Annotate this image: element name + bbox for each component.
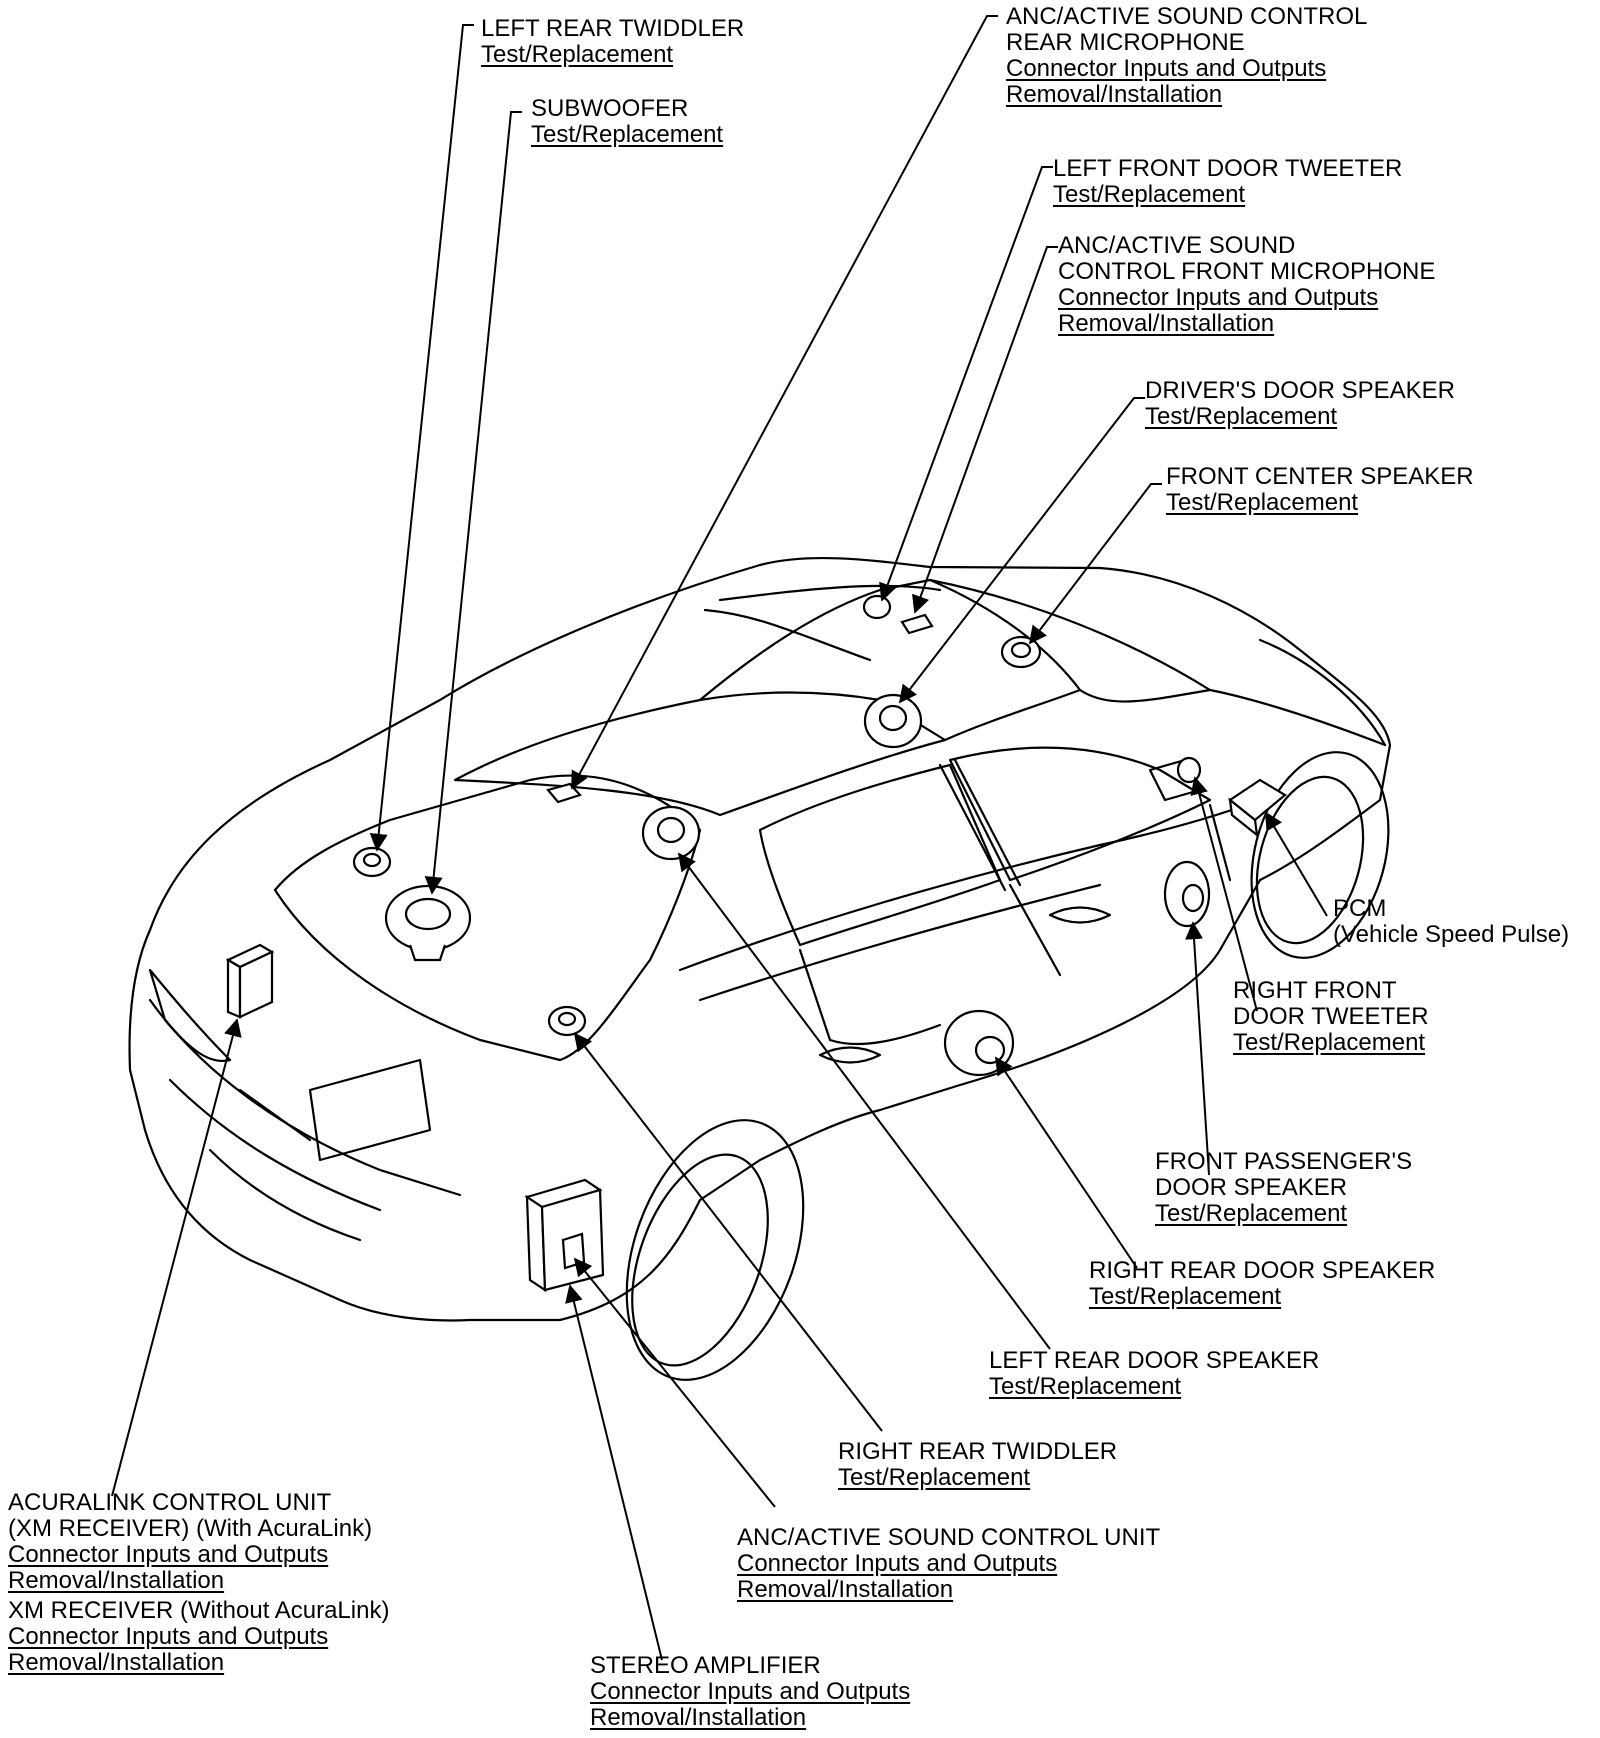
callout-title-line: DOOR TWEETER [1233, 1003, 1429, 1030]
callout-left-rear-twiddler: LEFT REAR TWIDDLER Test/Replacement [481, 16, 744, 68]
callout-title-line: ANC/ACTIVE SOUND CONTROL UNIT [737, 1524, 1161, 1551]
callout-title-line: ANC/ACTIVE SOUND CONTROL [1006, 3, 1368, 30]
callout-title-line: RIGHT FRONT [1233, 977, 1397, 1004]
test-replacement-link[interactable]: Test/Replacement [1166, 489, 1359, 516]
callout-pcm: PCM (Vehicle Speed Pulse) [1333, 896, 1569, 948]
removal-installation-link[interactable]: Removal/Installation [1058, 310, 1275, 337]
callout-right-rear-twiddler: RIGHT REAR TWIDDLER Test/Replacement [838, 1439, 1117, 1491]
removal-installation-link[interactable]: Removal/Installation [8, 1567, 225, 1594]
leader-lines [111, 15, 1328, 1661]
callout-title-line: STEREO AMPLIFIER [590, 1652, 821, 1679]
test-replacement-link[interactable]: Test/Replacement [1233, 1029, 1426, 1056]
callout-front-center-speaker: FRONT CENTER SPEAKER Test/Replacement [1166, 464, 1474, 516]
test-replacement-link[interactable]: Test/Replacement [1053, 181, 1246, 208]
removal-installation-link[interactable]: Removal/Installation [1006, 81, 1223, 108]
callout-title-line: (XM RECEIVER) (With AcuraLink) [8, 1515, 373, 1542]
callout-title-line: RIGHT REAR DOOR SPEAKER [1089, 1257, 1436, 1284]
connector-io-link[interactable]: Connector Inputs and Outputs [1058, 284, 1379, 311]
callout-title-line: LEFT REAR TWIDDLER [481, 15, 745, 42]
removal-installation-link[interactable]: Removal/Installation [590, 1704, 807, 1731]
test-replacement-link[interactable]: Test/Replacement [989, 1373, 1182, 1400]
callout-title-line: DOOR SPEAKER [1155, 1174, 1348, 1201]
callout-acuralink-control-unit: ACURALINK CONTROL UNIT (XM RECEIVER) (Wi… [8, 1490, 372, 1594]
callout-title-line: PCM [1333, 895, 1387, 922]
removal-installation-link[interactable]: Removal/Installation [8, 1649, 225, 1676]
connector-io-link[interactable]: Connector Inputs and Outputs [590, 1678, 911, 1705]
callout-title-line: RIGHT REAR TWIDDLER [838, 1438, 1118, 1465]
callout-title-line: LEFT FRONT DOOR TWEETER [1053, 155, 1403, 182]
connector-io-link[interactable]: Connector Inputs and Outputs [737, 1550, 1058, 1577]
callout-right-rear-door-speaker: RIGHT REAR DOOR SPEAKER Test/Replacement [1089, 1258, 1435, 1310]
removal-installation-link[interactable]: Removal/Installation [737, 1576, 954, 1603]
callout-left-front-door-tweeter: LEFT FRONT DOOR TWEETER Test/Replacement [1053, 156, 1402, 208]
connector-io-link[interactable]: Connector Inputs and Outputs [1006, 55, 1327, 82]
callout-title-line: LEFT REAR DOOR SPEAKER [989, 1347, 1320, 1374]
callout-title-line: XM RECEIVER (Without AcuraLink) [8, 1597, 390, 1624]
test-replacement-link[interactable]: Test/Replacement [481, 41, 674, 68]
callout-anc-rear-microphone: ANC/ACTIVE SOUND CONTROL REAR MICROPHONE… [1006, 4, 1367, 108]
callout-title-line: ANC/ACTIVE SOUND [1058, 232, 1296, 259]
callout-stereo-amplifier: STEREO AMPLIFIER Connector Inputs and Ou… [590, 1653, 910, 1731]
callout-title-line: DRIVER'S DOOR SPEAKER [1145, 377, 1455, 404]
callout-left-rear-door-speaker: LEFT REAR DOOR SPEAKER Test/Replacement [989, 1348, 1319, 1400]
callout-title-line: FRONT PASSENGER'S [1155, 1148, 1413, 1175]
callout-title-line: REAR MICROPHONE [1006, 29, 1245, 56]
connector-io-link[interactable]: Connector Inputs and Outputs [8, 1623, 329, 1650]
callout-xm-receiver: XM RECEIVER (Without AcuraLink) Connecto… [8, 1598, 389, 1676]
callout-subwoofer: SUBWOOFER Test/Replacement [531, 96, 723, 148]
callout-front-passengers-door-speaker: FRONT PASSENGER'S DOOR SPEAKER Test/Repl… [1155, 1149, 1412, 1227]
callout-right-front-door-tweeter: RIGHT FRONT DOOR TWEETER Test/Replacemen… [1233, 978, 1429, 1056]
callout-title-line: ACURALINK CONTROL UNIT [8, 1489, 332, 1516]
callout-title-line: FRONT CENTER SPEAKER [1166, 463, 1474, 490]
callout-anc-control-unit: ANC/ACTIVE SOUND CONTROL UNIT Connector … [737, 1525, 1160, 1603]
callout-title-line: (Vehicle Speed Pulse) [1333, 921, 1570, 948]
test-replacement-link[interactable]: Test/Replacement [1089, 1283, 1282, 1310]
test-replacement-link[interactable]: Test/Replacement [1145, 403, 1338, 430]
callout-title-line: SUBWOOFER [531, 95, 689, 122]
callout-anc-front-microphone: ANC/ACTIVE SOUND CONTROL FRONT MICROPHON… [1058, 233, 1435, 337]
test-replacement-link[interactable]: Test/Replacement [838, 1464, 1031, 1491]
callout-title-line: CONTROL FRONT MICROPHONE [1058, 258, 1436, 285]
callout-drivers-door-speaker: DRIVER'S DOOR SPEAKER Test/Replacement [1145, 378, 1455, 430]
connector-io-link[interactable]: Connector Inputs and Outputs [8, 1541, 329, 1568]
car-body-outline [128, 557, 1392, 1381]
test-replacement-link[interactable]: Test/Replacement [531, 121, 724, 148]
test-replacement-link[interactable]: Test/Replacement [1155, 1200, 1348, 1227]
